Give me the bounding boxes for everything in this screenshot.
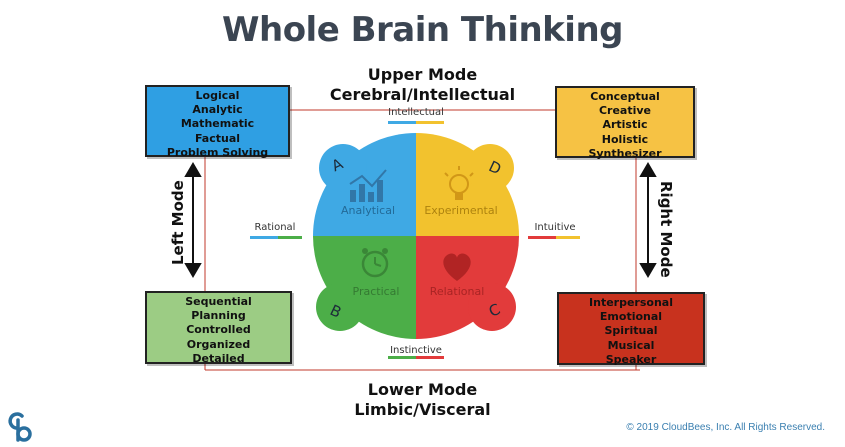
box-item: Sequential <box>185 295 252 308</box>
quadrant-a-label: Analytical <box>341 204 395 217</box>
box-bottom-left: Sequential Planning Controlled Organized… <box>145 291 292 365</box>
intuitive-bar <box>528 236 556 239</box>
box-item: Problem Solving <box>166 145 269 159</box>
box-item: Mathematic <box>180 117 255 131</box>
lower-mode-label: Lower Mode Limbic/Visceral <box>290 380 555 420</box>
box-item: Artistic <box>602 118 648 132</box>
box-top-left: Logical Analytic Mathematic Factual Prob… <box>145 85 290 159</box>
axis-label-intellectual: Intellectual <box>388 107 444 118</box>
box-item: Synthesizer <box>588 146 662 160</box>
box-item: Detailed <box>192 351 245 365</box>
right-mode-arrow <box>639 162 657 278</box>
quadrant-b-label: Practical <box>353 285 400 298</box>
upper-mode-line2: Cerebral/Intellectual <box>329 85 516 104</box>
box-top-right: Conceptual Creative Artistic Holistic Sy… <box>555 86 695 160</box>
box-item: Holistic <box>601 132 649 146</box>
box-bottom-right: Interpersonal Emotional Spiritual Musica… <box>557 292 705 366</box>
quadrant-c-label: Relational <box>430 285 485 298</box>
lower-mode-line2: Limbic/Visceral <box>354 400 491 419</box>
upper-mode-line1: Upper Mode <box>367 65 478 84</box>
alarm-clock-icon <box>361 248 389 278</box>
instinctive-bar <box>388 356 416 359</box>
lightbulb-icon <box>444 166 474 200</box>
box-item: Analytic <box>192 103 243 117</box>
quadrant-wheel <box>313 133 519 339</box>
quadrant-b <box>313 236 416 339</box>
axis-label-rational: Rational <box>254 222 296 233</box>
lobe-d <box>466 144 514 192</box>
connector-frame <box>204 109 640 371</box>
box-item: Musical <box>607 338 655 352</box>
copyright-text: © 2019 CloudBees, Inc. All Rights Reserv… <box>626 422 825 433</box>
box-item: Speaker <box>605 352 657 366</box>
left-mode-arrow <box>184 162 202 278</box>
right-mode-label: Right Mode <box>657 181 675 278</box>
bar-chart-icon <box>349 169 387 202</box>
box-item: Controlled <box>186 323 251 337</box>
box-item: Factual <box>194 131 241 145</box>
box-item: Conceptual <box>590 90 660 103</box>
cloudbees-logo-icon <box>8 412 32 442</box>
lower-mode-line1: Lower Mode <box>367 380 478 399</box>
box-item: Spiritual <box>604 324 658 338</box>
quadrant-d-label: Experimental <box>424 204 497 217</box>
upper-mode-label: Upper Mode Cerebral/Intellectual <box>290 65 555 105</box>
box-item: Planning <box>191 309 246 323</box>
box-item: Creative <box>598 104 652 118</box>
box-item: Logical <box>195 89 240 102</box>
lobe-b <box>316 283 364 331</box>
rational-bar <box>250 236 278 239</box>
axis-label-intuitive: Intuitive <box>534 222 576 233</box>
box-item: Interpersonal <box>589 296 673 309</box>
quadrant-c <box>416 236 519 339</box>
lobe-c <box>468 283 516 331</box>
box-item: Emotional <box>599 310 663 324</box>
left-mode-label: Left Mode <box>169 180 187 265</box>
box-item: Organized <box>186 337 251 351</box>
heart-icon <box>443 253 471 281</box>
axis-label-instinctive: Instinctive <box>390 345 442 356</box>
page-title: Whole Brain Thinking <box>221 10 624 50</box>
